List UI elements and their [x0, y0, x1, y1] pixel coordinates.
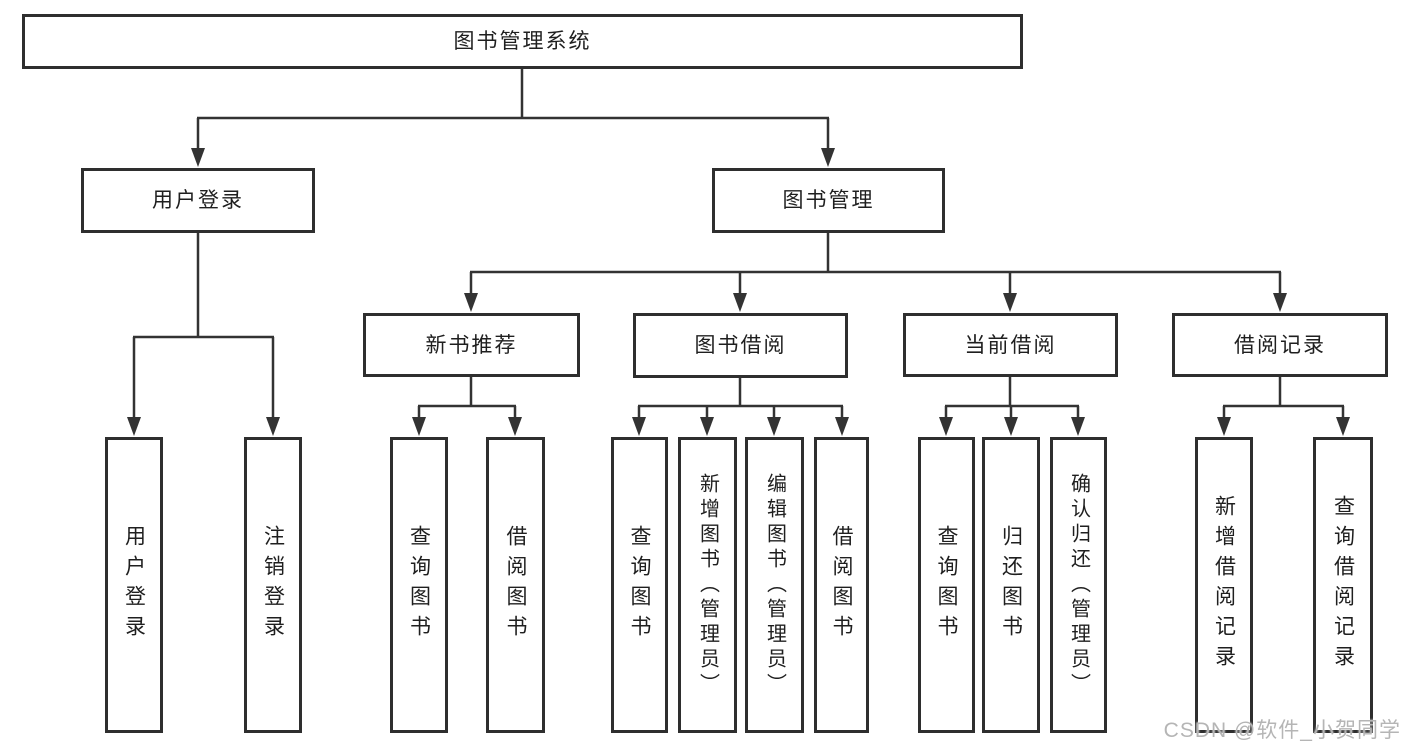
- leaf-label: 新增图书（管理员）: [696, 472, 719, 698]
- leaf-logout: 注销登录: [244, 437, 302, 733]
- leaf-label: 用户登录: [122, 525, 146, 645]
- leaf-label: 查询图书: [628, 525, 651, 645]
- node-library-management-system: 图书管理系统: [22, 14, 1023, 69]
- leaf-label: 归还图书: [999, 525, 1023, 645]
- csdn-watermark: CSDN @软件_小贺同学: [1163, 719, 1401, 742]
- leaf-confirm-return-admin: 确认归还（管理员）: [1050, 437, 1107, 733]
- node-label: 图书管理: [782, 189, 875, 212]
- leaf-add-book-admin: 新增图书（管理员）: [678, 437, 737, 733]
- node-label: 用户登录: [152, 189, 244, 212]
- leaf-label: 查询图书: [935, 525, 958, 645]
- leaf-query-book: 查询图书: [918, 437, 975, 733]
- leaf-edit-book-admin: 编辑图书（管理员）: [745, 437, 804, 733]
- leaf-return-book: 归还图书: [982, 437, 1040, 733]
- leaf-label: 借阅图书: [504, 525, 527, 645]
- leaf-label: 借阅图书: [830, 525, 853, 645]
- node-user-login: 用户登录: [81, 168, 315, 233]
- leaf-label: 确认归还（管理员）: [1067, 472, 1090, 698]
- node-label: 图书管理系统: [453, 30, 592, 53]
- node-label: 当前借阅: [964, 333, 1057, 357]
- node-current-borrowing: 当前借阅: [903, 313, 1118, 377]
- leaf-query-book: 查询图书: [611, 437, 668, 733]
- node-book-borrowing: 图书借阅: [633, 313, 848, 378]
- leaf-add-borrow-record: 新增借阅记录: [1195, 437, 1253, 733]
- leaf-borrow-book: 借阅图书: [486, 437, 545, 733]
- node-book-management: 图书管理: [712, 168, 945, 233]
- leaf-query-borrow-record: 查询借阅记录: [1313, 437, 1373, 733]
- leaf-label: 查询借阅记录: [1331, 495, 1355, 675]
- leaf-query-book: 查询图书: [390, 437, 448, 733]
- node-label: 新书推荐: [425, 333, 518, 357]
- node-borrowing-records: 借阅记录: [1172, 313, 1388, 377]
- leaf-label: 注销登录: [261, 525, 285, 645]
- node-label: 借阅记录: [1234, 333, 1326, 357]
- leaf-label: 编辑图书（管理员）: [763, 472, 786, 698]
- node-label: 图书借阅: [694, 334, 787, 357]
- leaf-user-login: 用户登录: [105, 437, 163, 733]
- leaf-label: 查询图书: [407, 525, 431, 645]
- leaf-borrow-book: 借阅图书: [814, 437, 869, 733]
- node-new-book-recommendation: 新书推荐: [363, 313, 580, 377]
- leaf-label: 新增借阅记录: [1212, 495, 1236, 675]
